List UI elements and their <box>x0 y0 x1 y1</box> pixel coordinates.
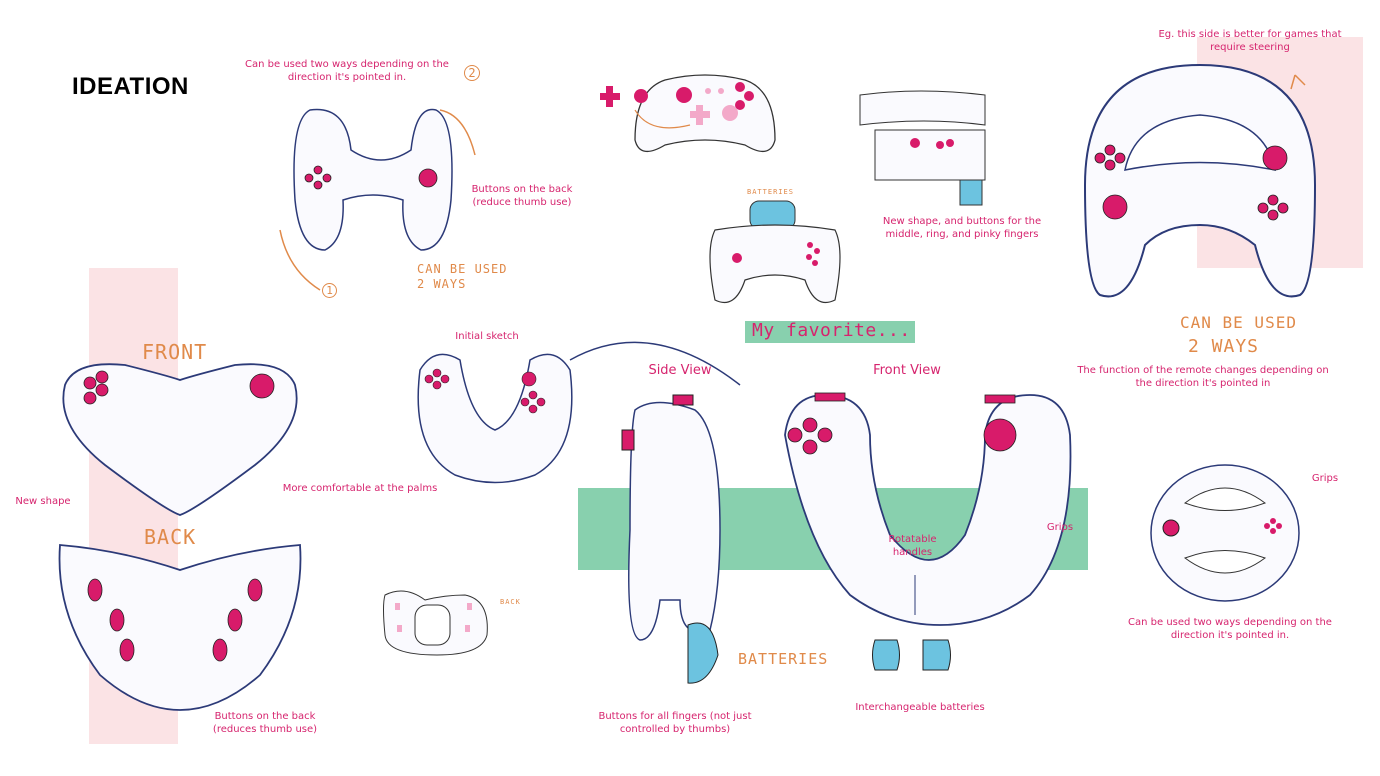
note-two-ways-top: Can be used two ways depending on the di… <box>245 59 449 83</box>
small-back-sketch <box>383 590 488 656</box>
gamepad-sketch <box>600 74 776 152</box>
battery-gamepad-sketch <box>709 200 841 304</box>
step-one-label: 1 <box>322 283 337 298</box>
batteries-big-label: BATTERIES <box>738 650 829 668</box>
note-interchangeable-batteries: Interchangeable batteries <box>855 702 985 713</box>
back-controller-sketch <box>58 544 302 711</box>
my-favorite-label: My favorite... <box>752 320 911 341</box>
note-buttons-all-fingers: Buttons for all fingers (not just contro… <box>598 711 752 735</box>
can-be-used-big-2: 2 WAYS <box>1188 336 1260 357</box>
note-round-two-ways: Can be used two ways depending on the di… <box>1128 617 1332 641</box>
front-view-label: Front View <box>873 363 941 378</box>
grips-label-right: Grips <box>1311 473 1339 484</box>
u-controller-large-sketch <box>1083 63 1317 298</box>
front-view-sketch <box>784 392 1072 671</box>
note-buttons-back-reduce: Buttons on the back (reduce thumb use) <box>471 184 573 208</box>
can-be-used-big-1: CAN BE USED <box>1180 313 1297 332</box>
grips-label-mid: Grips <box>1046 522 1074 533</box>
note-comfortable: More comfortable at the palms <box>282 483 438 494</box>
initial-sketch-label: Initial sketch <box>455 331 519 342</box>
side-view-label: Side View <box>648 363 712 378</box>
note-new-shape: New shape <box>15 496 71 507</box>
note-buttons-back-reduces: Buttons on the back (reduces thumb use) <box>212 711 318 735</box>
front-label: FRONT <box>142 340 208 364</box>
step-two-label: 2 <box>464 65 480 81</box>
batteries-small-label: BATTERIES <box>747 188 794 196</box>
note-finger-buttons: New shape, and buttons for the middle, r… <box>882 216 1042 240</box>
h-controller-sketch <box>279 108 476 291</box>
page-title: IDEATION <box>72 73 189 100</box>
favorite-highlight <box>745 321 915 343</box>
can-be-used-small: CAN BE USED 2 WAYS <box>417 262 508 291</box>
note-function-changes: The function of the remote changes depen… <box>1077 365 1329 389</box>
note-steering: Eg. this side is better for games that r… <box>1158 29 1342 53</box>
back-small-label: BACK <box>500 598 521 606</box>
finger-buttons-sketch <box>859 90 986 206</box>
initial-sketch <box>417 341 741 484</box>
round-controller-sketch <box>1150 464 1300 602</box>
note-rotatable-handles: Rotatable handles <box>888 534 937 558</box>
side-view-sketch <box>621 394 721 684</box>
back-label: BACK <box>144 525 197 549</box>
front-controller-sketch <box>62 363 298 516</box>
